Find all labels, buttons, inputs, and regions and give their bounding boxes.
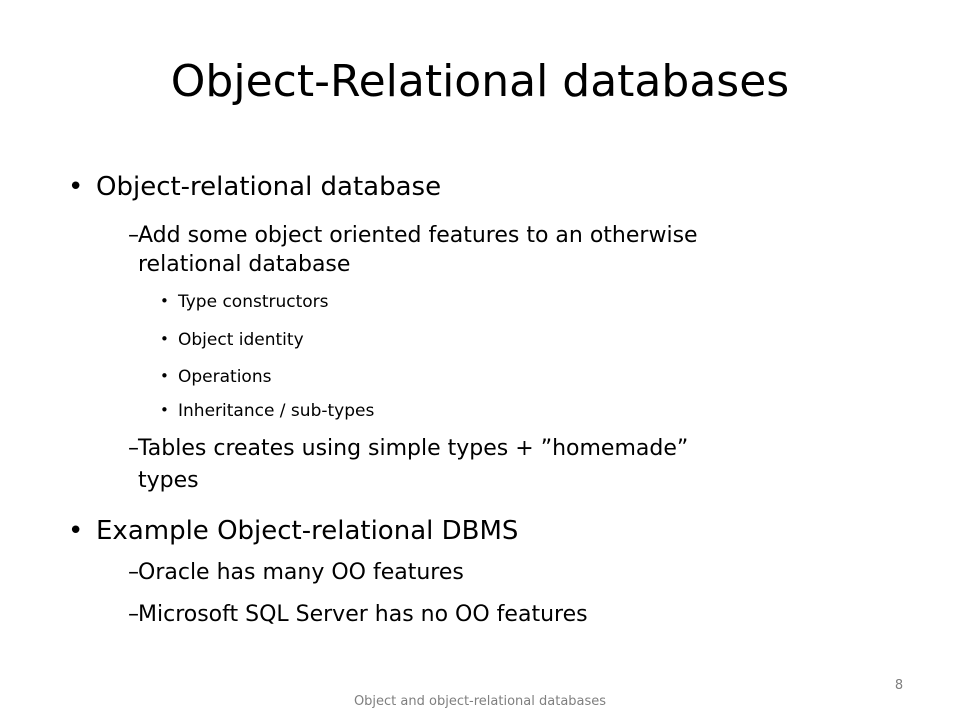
bullet-dot-icon: • (160, 330, 169, 348)
dash-icon: – (128, 436, 139, 461)
footer-text: Object and object-relational databases (353, 694, 607, 709)
bullet-dot-icon: • (68, 516, 84, 546)
sub-bullet-text: Microsoft SQL Server has no OO features (138, 602, 588, 627)
page-number: 8 (894, 678, 904, 693)
bullet-dot-icon: • (160, 367, 169, 385)
dash-icon: – (128, 602, 139, 627)
sub-bullet-text-line-1: Add some object oriented features to an … (138, 223, 698, 248)
sub-sub-bullet-text: Inheritance / sub-types (178, 401, 375, 421)
bullet-dot-icon: • (160, 401, 169, 419)
sub-sub-bullet-text: Operations (178, 367, 272, 387)
dash-icon: – (128, 560, 139, 585)
sub-bullet-text: Oracle has many OO features (138, 560, 464, 585)
sub-sub-bullet-text: Type constructors (178, 292, 329, 312)
bullet-text: Example Object-relational DBMS (96, 516, 519, 546)
sub-sub-bullet-text: Object identity (178, 330, 304, 350)
slide-title: Object-Relational databases (170, 56, 790, 107)
sub-bullet-text-line-1: Tables creates using simple types + ”hom… (138, 436, 689, 461)
sub-bullet-text-line-2: relational database (138, 252, 351, 277)
bullet-dot-icon: • (160, 292, 169, 310)
bullet-text: Object-relational database (96, 172, 442, 202)
dash-icon: – (128, 223, 139, 248)
bullet-dot-icon: • (68, 172, 84, 202)
sub-bullet-text-line-2: types (138, 468, 199, 493)
